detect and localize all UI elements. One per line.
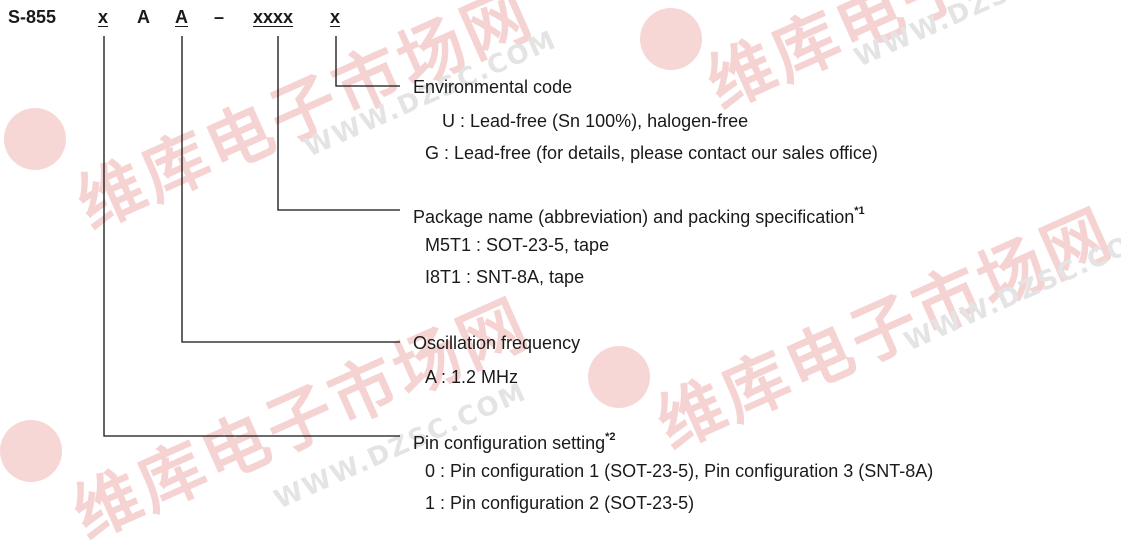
option-item: A : 1.2 MHz <box>425 367 519 387</box>
option-item: G : Lead-free (for details, please conta… <box>425 143 878 163</box>
section-title: Package name (abbreviation) and packing … <box>413 200 865 228</box>
field-package: xxxx <box>253 7 294 27</box>
option-item: M5T1 : SOT-23-5, tape <box>425 235 610 255</box>
connector-oscillation <box>181 36 400 343</box>
option-item: 0 : Pin configuration 1 (SOT-23-5), Pin … <box>425 461 934 481</box>
section-title-text: Pin configuration setting <box>413 433 606 453</box>
section-title: Pin configuration setting*2 <box>413 426 616 454</box>
connector-environmental <box>335 36 400 87</box>
connector-package <box>277 36 400 211</box>
section-title: Oscillation frequency <box>413 333 581 353</box>
field-dash: – <box>214 7 225 27</box>
connector-lines <box>103 36 400 437</box>
option-item: I8T1 : SNT-8A, tape <box>425 267 585 287</box>
option-item: U : Lead-free (Sn 100%), halogen-free <box>442 111 749 131</box>
watermark-logo-icon <box>640 8 702 70</box>
field-fixed-a: A <box>137 7 150 27</box>
watermark-logo-icon <box>588 346 650 408</box>
watermark-logo-icon <box>0 420 62 482</box>
field-pin-config: x <box>98 7 109 27</box>
connector-pin-config <box>103 36 400 437</box>
section-title: Environmental code <box>413 77 573 97</box>
field-environmental: x <box>330 7 341 27</box>
footnote-marker: *1 <box>854 205 865 217</box>
option-item: 1 : Pin configuration 2 (SOT-23-5) <box>425 493 695 513</box>
part-number-prefix: S-855 <box>8 7 57 27</box>
field-oscillation: A <box>175 7 188 27</box>
watermark-logo-icon <box>4 108 66 170</box>
footnote-marker: *2 <box>605 431 616 443</box>
section-title-text: Package name (abbreviation) and packing … <box>413 207 855 227</box>
